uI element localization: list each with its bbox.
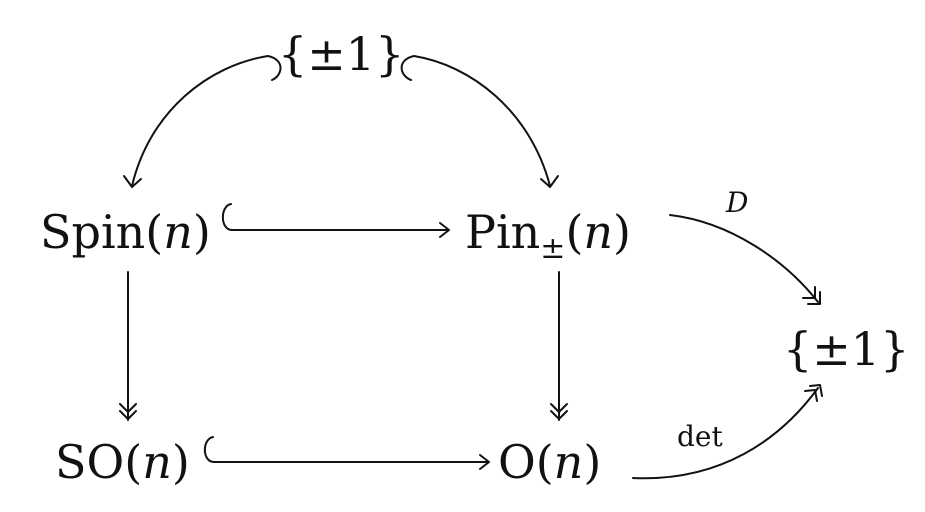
node-right-pm1: {±1} [783,322,909,376]
node-top-pm1: {±1} [278,27,404,81]
label-D: D [725,186,748,219]
label-det: det [677,420,723,453]
node-o: O(n) [498,435,601,489]
node-spin: Spin(n) [40,205,211,259]
arrow-spin-to-so [119,271,137,421]
arrow-det [632,384,823,480]
arrow-D [669,214,821,305]
node-pin: Pin±(n) [465,205,631,266]
node-so: SO(n) [55,435,190,489]
arrow-pm1-to-pin [400,55,559,188]
arrow-pm1-to-spin [123,55,282,188]
arrow-pin-to-o [550,271,568,421]
arrow-spin-to-pin [221,203,450,238]
arrow-so-to-o [203,436,490,470]
